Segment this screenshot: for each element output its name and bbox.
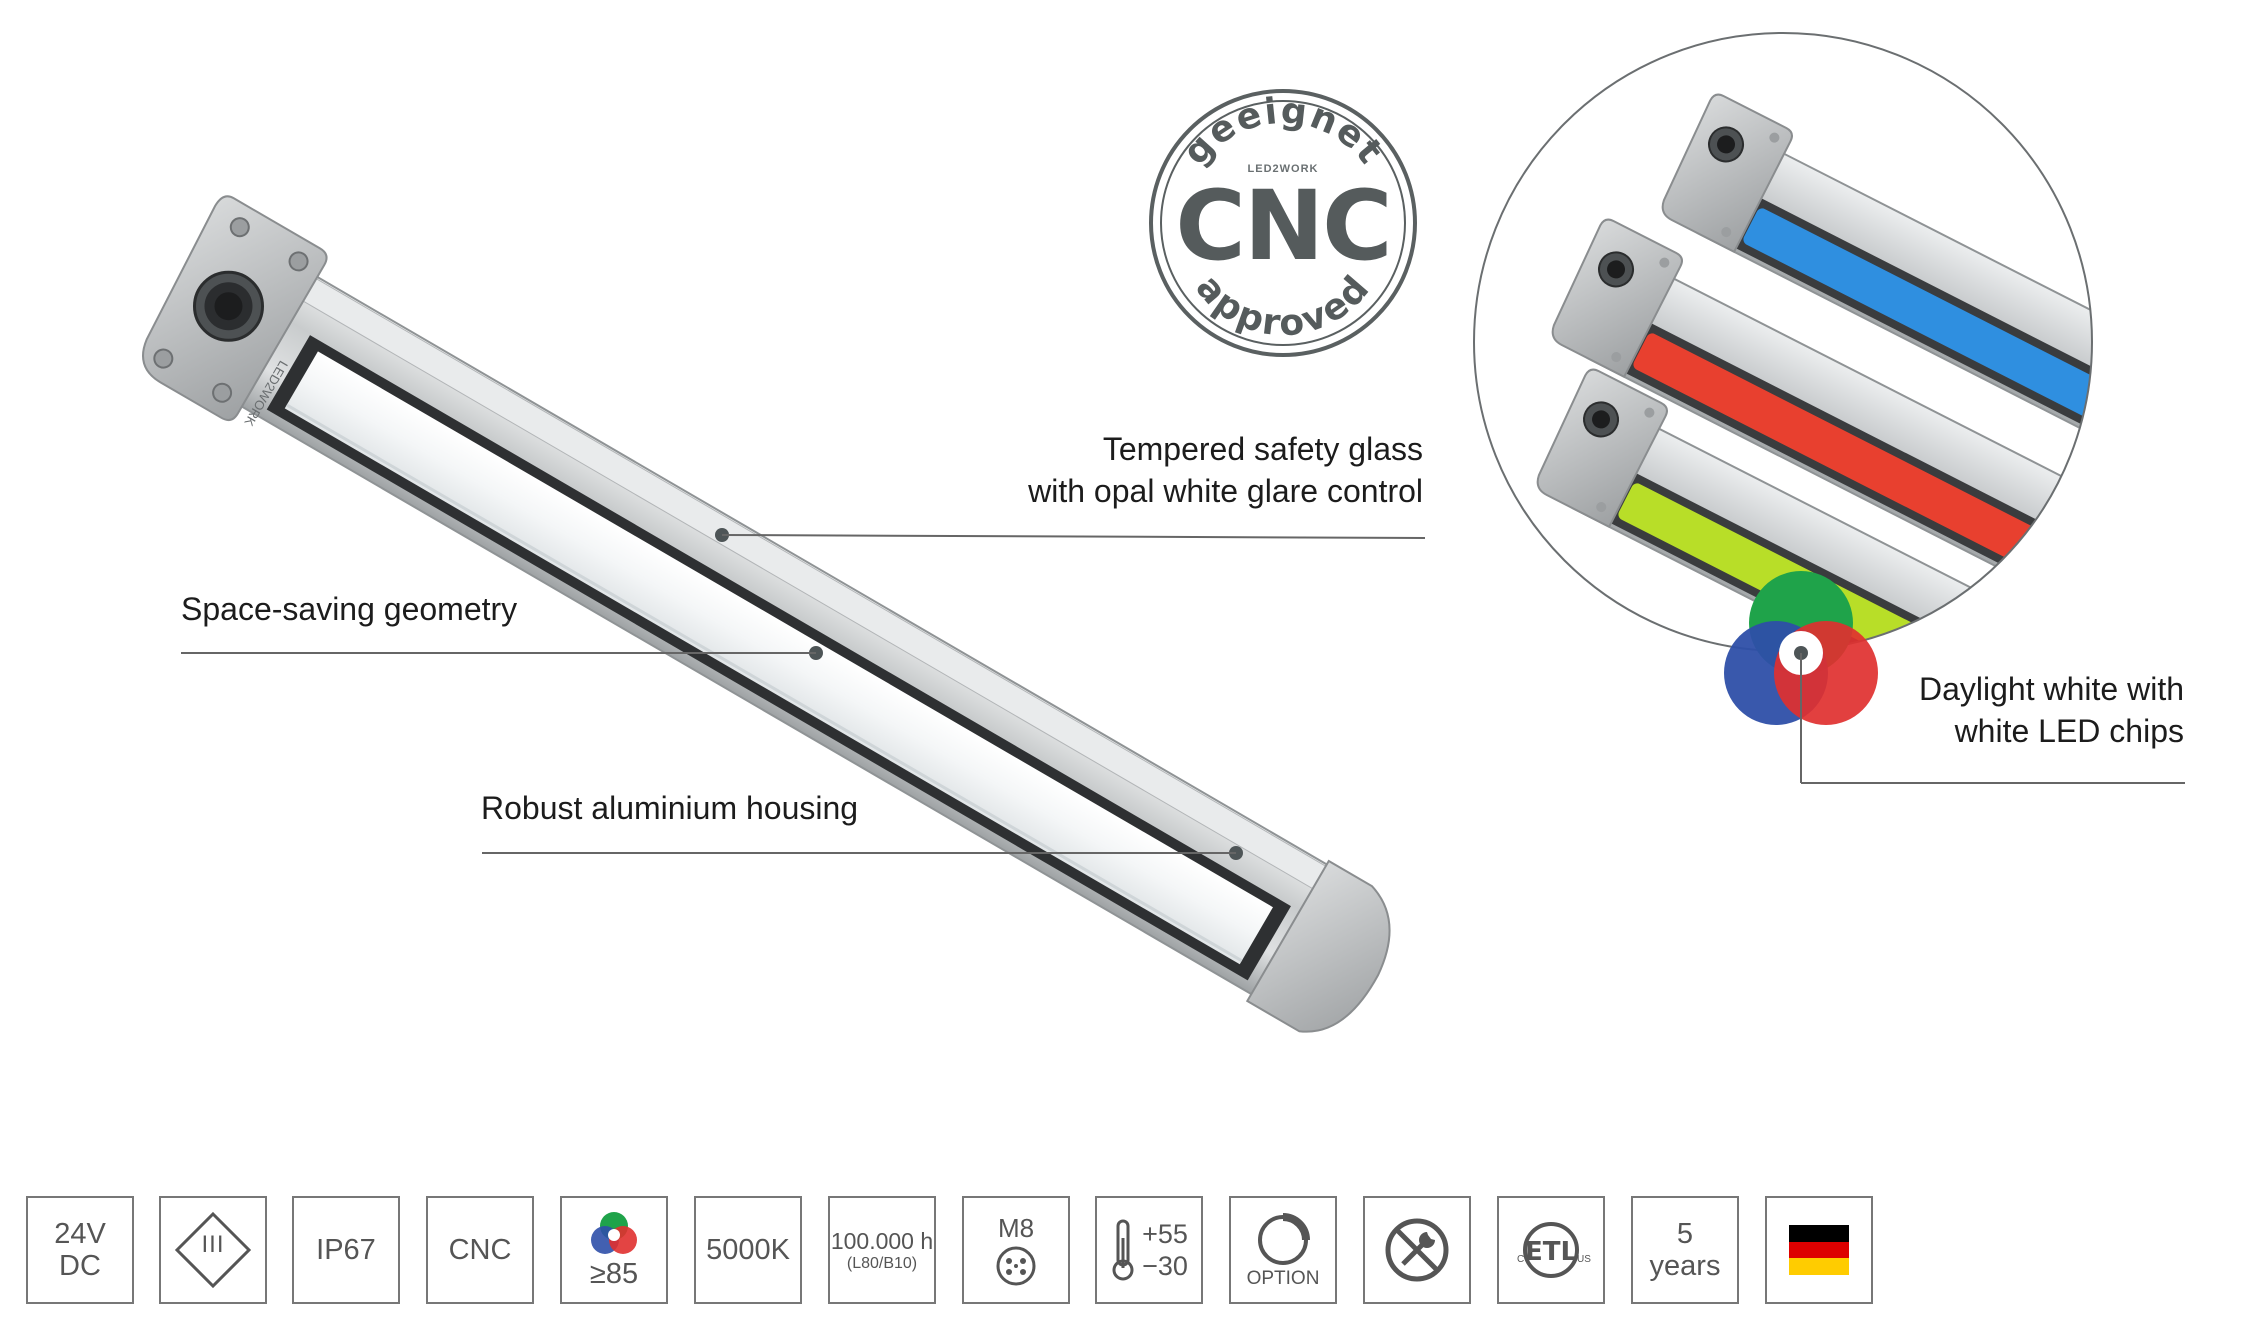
color-variants-zoom [1473,32,2093,652]
end-cap-right [1245,859,1391,1033]
protection-class-icon: III [159,1196,267,1304]
etl-mark-icon: ETL C US [1517,1222,1591,1278]
warranty-icon: 5 years [1631,1196,1739,1304]
color-temperature-icon: 5000K [694,1196,802,1304]
etl-listed-icon: ETL C US [1497,1196,1605,1304]
german-flag-icon [1789,1225,1849,1275]
ip-rating-icon: IP67 [292,1196,400,1304]
badge-brand: LED2WORK [1247,163,1319,175]
made-in-germany-icon [1765,1196,1873,1304]
callout-glass-line1: Tempered safety glass [1102,431,1423,467]
rgb-mix-icon [1724,571,2185,784]
callout-glass-line2: with opal white glare control [1028,473,1423,509]
m8-connector [192,270,264,342]
svg-text:US: US [1577,1254,1591,1265]
callout-glass [715,528,1426,542]
variant-luminaire-red [1551,218,2091,588]
cnc-approved-badge: LED2WORK CNC [1148,88,1418,358]
cnc-badge-rings: geeignet approved [1149,89,1417,357]
badge-main: CNC [1175,170,1392,282]
svg-text:C: C [1517,1254,1524,1265]
lifetime-icon: 100.000 h (L80/B10) [828,1196,936,1304]
callout-housing-label: Robust aluminium housing [481,790,859,826]
m8-plug-icon [996,1246,1036,1286]
svg-text:ETL: ETL [1525,1237,1577,1267]
callout-daylight-line2: white LED chips [1954,713,2184,749]
voltage-icon: 24V DC [26,1196,134,1304]
callout-daylight-line1: Daylight white with [1919,671,2184,707]
callout-geometry-label: Space-saving geometry [181,591,518,627]
dimmer-icon [1258,1213,1310,1265]
opal-glass [284,351,1273,965]
callout-housing [482,846,1243,860]
maintenance-free-icon [1363,1196,1471,1304]
cri-icon: ≥85 [560,1196,668,1304]
connector-icon: M8 [962,1196,1070,1304]
no-tool-icon [1385,1218,1449,1282]
callout-geometry [181,646,823,660]
cnc-icon: CNC [426,1196,534,1304]
option-icon: OPTION [1229,1196,1337,1304]
variant-luminaire-blue [1661,93,2092,463]
luminaire: LED2WORK [142,195,1391,1033]
thermometer-icon [1112,1219,1134,1281]
temperature-range-icon: +55 −30 [1095,1196,1203,1304]
